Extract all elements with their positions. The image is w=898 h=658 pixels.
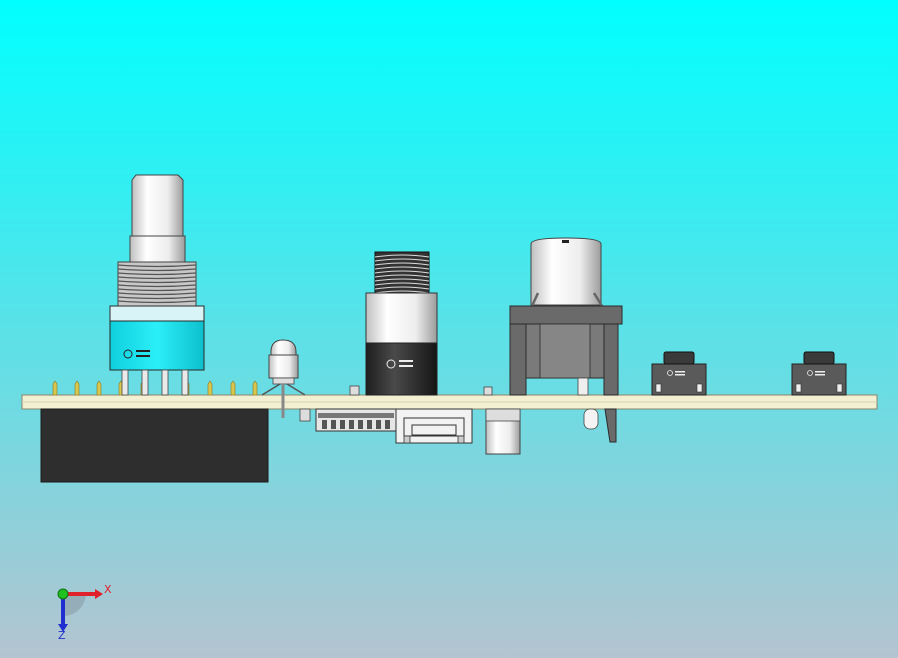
usb-connector[interactable] [395,408,473,444]
header-pin [230,380,236,396]
jack-thread [374,251,430,294]
push-button-cap-icon[interactable] [485,237,623,455]
audio-jack-icon[interactable] [365,251,438,396]
tactile-switch-icon[interactable] [651,351,707,396]
y-axis-dot [57,588,69,600]
encoder-thread [117,261,197,307]
header-pin [252,380,258,396]
battery-pack[interactable] [40,408,269,483]
smd-parts [299,385,493,422]
rotary-encoder-icon[interactable] [109,174,205,396]
header-pin [52,380,58,396]
pcb-board[interactable] [21,394,878,410]
tactile-switch-icon[interactable] [791,351,847,396]
header-pin [207,380,213,396]
led-icon[interactable] [261,339,306,418]
x-axis-label: X [104,583,112,596]
header-pin [74,380,80,396]
axis-triad[interactable]: X Z [57,583,112,642]
z-axis-label: Z [58,629,66,642]
header-pin [96,380,102,396]
bottom-connector-left [315,408,397,432]
